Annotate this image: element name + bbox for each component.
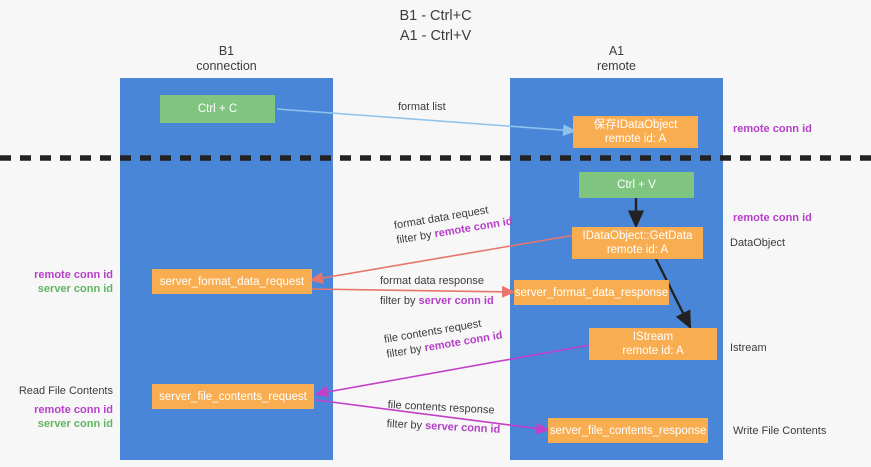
lane-header-a1: A1 remote	[510, 44, 723, 74]
edge-label-file-contents-response: file contents response filter by server …	[386, 398, 501, 438]
annotation-remote-conn-id-top: remote conn id	[733, 122, 812, 136]
annotation-read-file-contents: Read File Contents	[0, 384, 113, 398]
edge-format-data-response-filter-prefix: filter by	[380, 295, 419, 307]
lane-a1-name: A1	[608, 44, 625, 58]
node-save-idataobject-line2: remote id: A	[604, 133, 667, 145]
edge-format-data-response-filter-key: server conn id	[418, 295, 494, 307]
edge-format-data-response-text: format data response	[380, 275, 484, 287]
annotation-istream-text: Istream	[730, 342, 767, 354]
annotation-dataobject: DataObject	[730, 236, 785, 250]
annotation-write-file-contents-text: Write File Contents	[733, 425, 827, 437]
lane-b1-name: B1	[218, 44, 235, 58]
edge-label-format-data-request: format data request filter by remote con…	[393, 200, 514, 249]
edge-file-contents-response-text: file contents response	[387, 398, 495, 417]
node-server-format-data-request-label: server_format_data_request	[159, 275, 305, 288]
annotation-remote-conn-id-mid-text: remote conn id	[733, 212, 812, 224]
node-getdata-line2: remote id: A	[606, 244, 669, 256]
annotation-left-conn-ids: remote conn id server conn id	[0, 268, 113, 296]
annotation-dataobject-text: DataObject	[730, 237, 786, 249]
node-server-file-contents-response-label: server_file_contents_response	[549, 424, 707, 437]
node-server-format-data-response[interactable]: server_format_data_response	[514, 280, 669, 305]
annotation-left-conn-ids-2: remote conn id server conn id	[0, 403, 113, 431]
annotation-istream: Istream	[730, 341, 767, 355]
node-ctrl-c[interactable]: Ctrl + C	[160, 95, 275, 123]
node-getdata-line1: IDataObject::GetData	[582, 230, 693, 242]
node-server-file-contents-request[interactable]: server_file_contents_request	[152, 384, 314, 409]
lane-header-b1: B1 connection	[120, 44, 333, 74]
node-save-idataobject[interactable]: 保存IDataObject remote id: A	[573, 116, 698, 148]
node-save-idataobject-line1: 保存IDataObject	[593, 119, 678, 131]
title-line-2: A1 - Ctrl+V	[399, 28, 472, 44]
edge-file-contents-response-filter-key: server conn id	[424, 419, 501, 436]
annotation-left-remote-conn-id-2: remote conn id	[34, 404, 113, 416]
title-line-1: B1 - Ctrl+C	[399, 8, 472, 24]
annotation-remote-conn-id-top-text: remote conn id	[733, 123, 812, 135]
lane-b1-sub: connection	[196, 59, 257, 73]
edge-file-contents-response-filter-prefix: filter by	[386, 417, 426, 432]
node-ctrl-v-label: Ctrl + V	[617, 179, 656, 191]
annotation-left-server-conn-id: server conn id	[37, 283, 113, 295]
lane-a1-sub: remote	[597, 59, 636, 73]
node-istream[interactable]: IStream remote id: A	[589, 328, 717, 360]
node-istream-line1: IStream	[632, 331, 674, 343]
node-idataobject-getdata[interactable]: IDataObject::GetData remote id: A	[572, 227, 703, 259]
node-server-format-data-request[interactable]: server_format_data_request	[152, 269, 312, 294]
node-ctrl-v[interactable]: Ctrl + V	[579, 172, 694, 198]
edge-label-format-list: format list	[398, 100, 446, 115]
edge-label-file-contents-request: file contents request filter by remote c…	[383, 314, 504, 363]
edge-label-format-list-text: format list	[398, 101, 446, 113]
node-server-file-contents-request-label: server_file_contents_request	[159, 390, 307, 403]
page-title: B1 - Ctrl+C A1 - Ctrl+V	[0, 6, 871, 46]
annotation-remote-conn-id-mid: remote conn id	[733, 211, 812, 225]
edge-label-format-data-response: format data response filter by server co…	[380, 274, 494, 309]
node-ctrl-c-label: Ctrl + C	[197, 103, 238, 115]
annotation-left-server-conn-id-2: server conn id	[37, 418, 113, 430]
annotation-read-file-contents-text: Read File Contents	[18, 385, 113, 397]
annotation-left-remote-conn-id: remote conn id	[34, 269, 113, 281]
annotation-write-file-contents: Write File Contents	[733, 424, 826, 438]
node-server-format-data-response-label: server_format_data_response	[514, 286, 669, 299]
node-istream-line2: remote id: A	[622, 345, 684, 357]
phase-divider	[0, 155, 871, 161]
node-server-file-contents-response[interactable]: server_file_contents_response	[548, 418, 708, 443]
